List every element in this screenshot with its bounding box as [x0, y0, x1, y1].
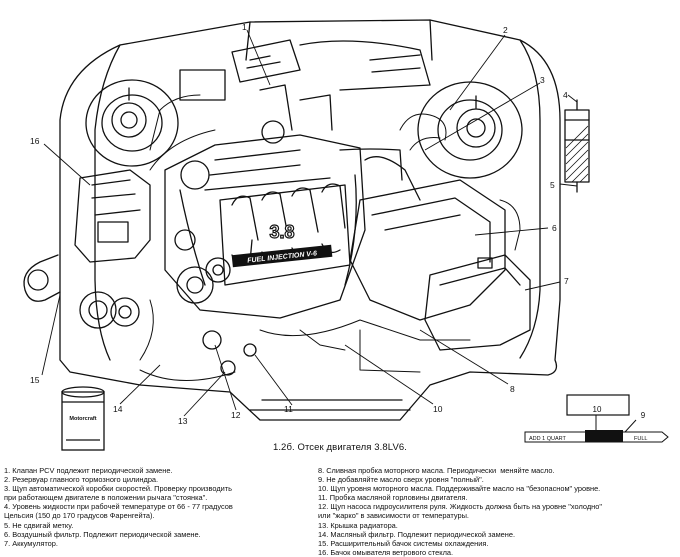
dipstick-label-full: FULL: [634, 436, 647, 442]
master-cylinder: [179, 39, 431, 101]
dipstick-callout-10: 10: [593, 405, 602, 414]
legend-line: при работающем двигателе в положении рыч…: [4, 493, 208, 503]
strut-tower-left: [111, 87, 147, 138]
callout-2: 2: [503, 25, 508, 35]
legend-line: 2. Резервуар главного тормозного цилиндр…: [4, 475, 159, 485]
callout-14: 14: [113, 404, 123, 414]
callout-3: 3: [540, 75, 545, 85]
legend-line: 15. Расширительный бачок системы охлажде…: [318, 538, 489, 548]
engine-badge-number: 3.8: [269, 222, 294, 242]
engine-bay-outline: [59, 19, 561, 421]
legend-line: 9. Не добавляйте масло сверх уровня "пол…: [318, 475, 484, 485]
transmission-dipstick-detail: [564, 99, 590, 193]
legend-line: 13. Крышка радиатора.: [318, 520, 398, 530]
dipstick-callout-9: 9: [641, 411, 646, 420]
callout-8: 8: [510, 384, 515, 394]
callout-7: 7: [564, 276, 569, 286]
legend-line: 16. Бачок омывателя ветрового стекла.: [318, 547, 454, 557]
hoses-and-wiring: [139, 94, 521, 382]
legend-line: 7. Аккумулятор.: [4, 538, 58, 548]
legend-line: 12. Щуп насоса гидроусилителя руля. Жидк…: [318, 502, 602, 512]
legend-line: 4. Уровень жидкости при рабочей температ…: [4, 502, 233, 512]
dipstick-label-add: ADD 1 QUART: [529, 436, 567, 442]
callout-6: 6: [552, 223, 557, 233]
legend-right: 8. Сливная пробка моторного масла. Перио…: [318, 466, 676, 557]
legend-line: 14. Масляный фильтр. Подлежит периодичес…: [318, 529, 516, 539]
legend-line: Цельсия (150 до 170 градусов Фаренгейта)…: [4, 511, 155, 521]
legend-line: 10. Щуп уровня моторного масла. Поддержи…: [318, 484, 601, 494]
oil-filter-brand: Motorcraft: [69, 416, 96, 422]
oil-filter: Motorcraft: [61, 386, 105, 451]
callout-13: 13: [178, 416, 188, 426]
legend-left: 1. Клапан PCV подлежит периодической зам…: [4, 466, 309, 548]
callout-4: 4: [563, 90, 568, 100]
strut-tower-right: [456, 95, 496, 148]
legend-line: 5. Не сдвигай метку.: [4, 520, 74, 530]
air-filter-box: [339, 148, 506, 321]
transmission-dipstick-hatching: [565, 125, 589, 183]
callout-10: 10: [433, 404, 443, 414]
callout-leaders: [41, 29, 578, 417]
washer-reservoir: [74, 169, 151, 263]
legend-line: или "жарко" в зависимости от температуры…: [318, 511, 469, 521]
callout-5: 5: [550, 180, 555, 190]
legend-line: 6. Воздушный фильтр. Подлежит периодичес…: [4, 529, 201, 539]
callout-11: 11: [284, 404, 293, 414]
oil-dipstick-detail: ADD 1 QUART FULL 10 9: [524, 394, 669, 443]
engine-block: [164, 84, 366, 376]
callout-16: 16: [30, 136, 40, 146]
figure-caption: 1.2б. Отсек двигателя 3.8LV6.: [272, 442, 408, 453]
callout-labels: 1 2 3 4 5 6 7 8 9 10 11 12 13 14 15 16: [30, 22, 569, 426]
callout-12: 12: [231, 410, 241, 420]
legend-line: 1. Клапан PCV подлежит периодической зам…: [4, 466, 173, 475]
battery: [424, 254, 531, 351]
legend-line: 3. Щуп автоматической коробки скоростей.…: [4, 484, 233, 494]
callout-1: 1: [242, 22, 247, 32]
legend-line: 8. Сливная пробка моторного масла. Перио…: [318, 466, 555, 475]
legend-line: 11. Пробка масляной горловины двигателя.: [318, 493, 468, 503]
callout-15: 15: [30, 375, 40, 385]
coolant-tank: [23, 254, 140, 329]
